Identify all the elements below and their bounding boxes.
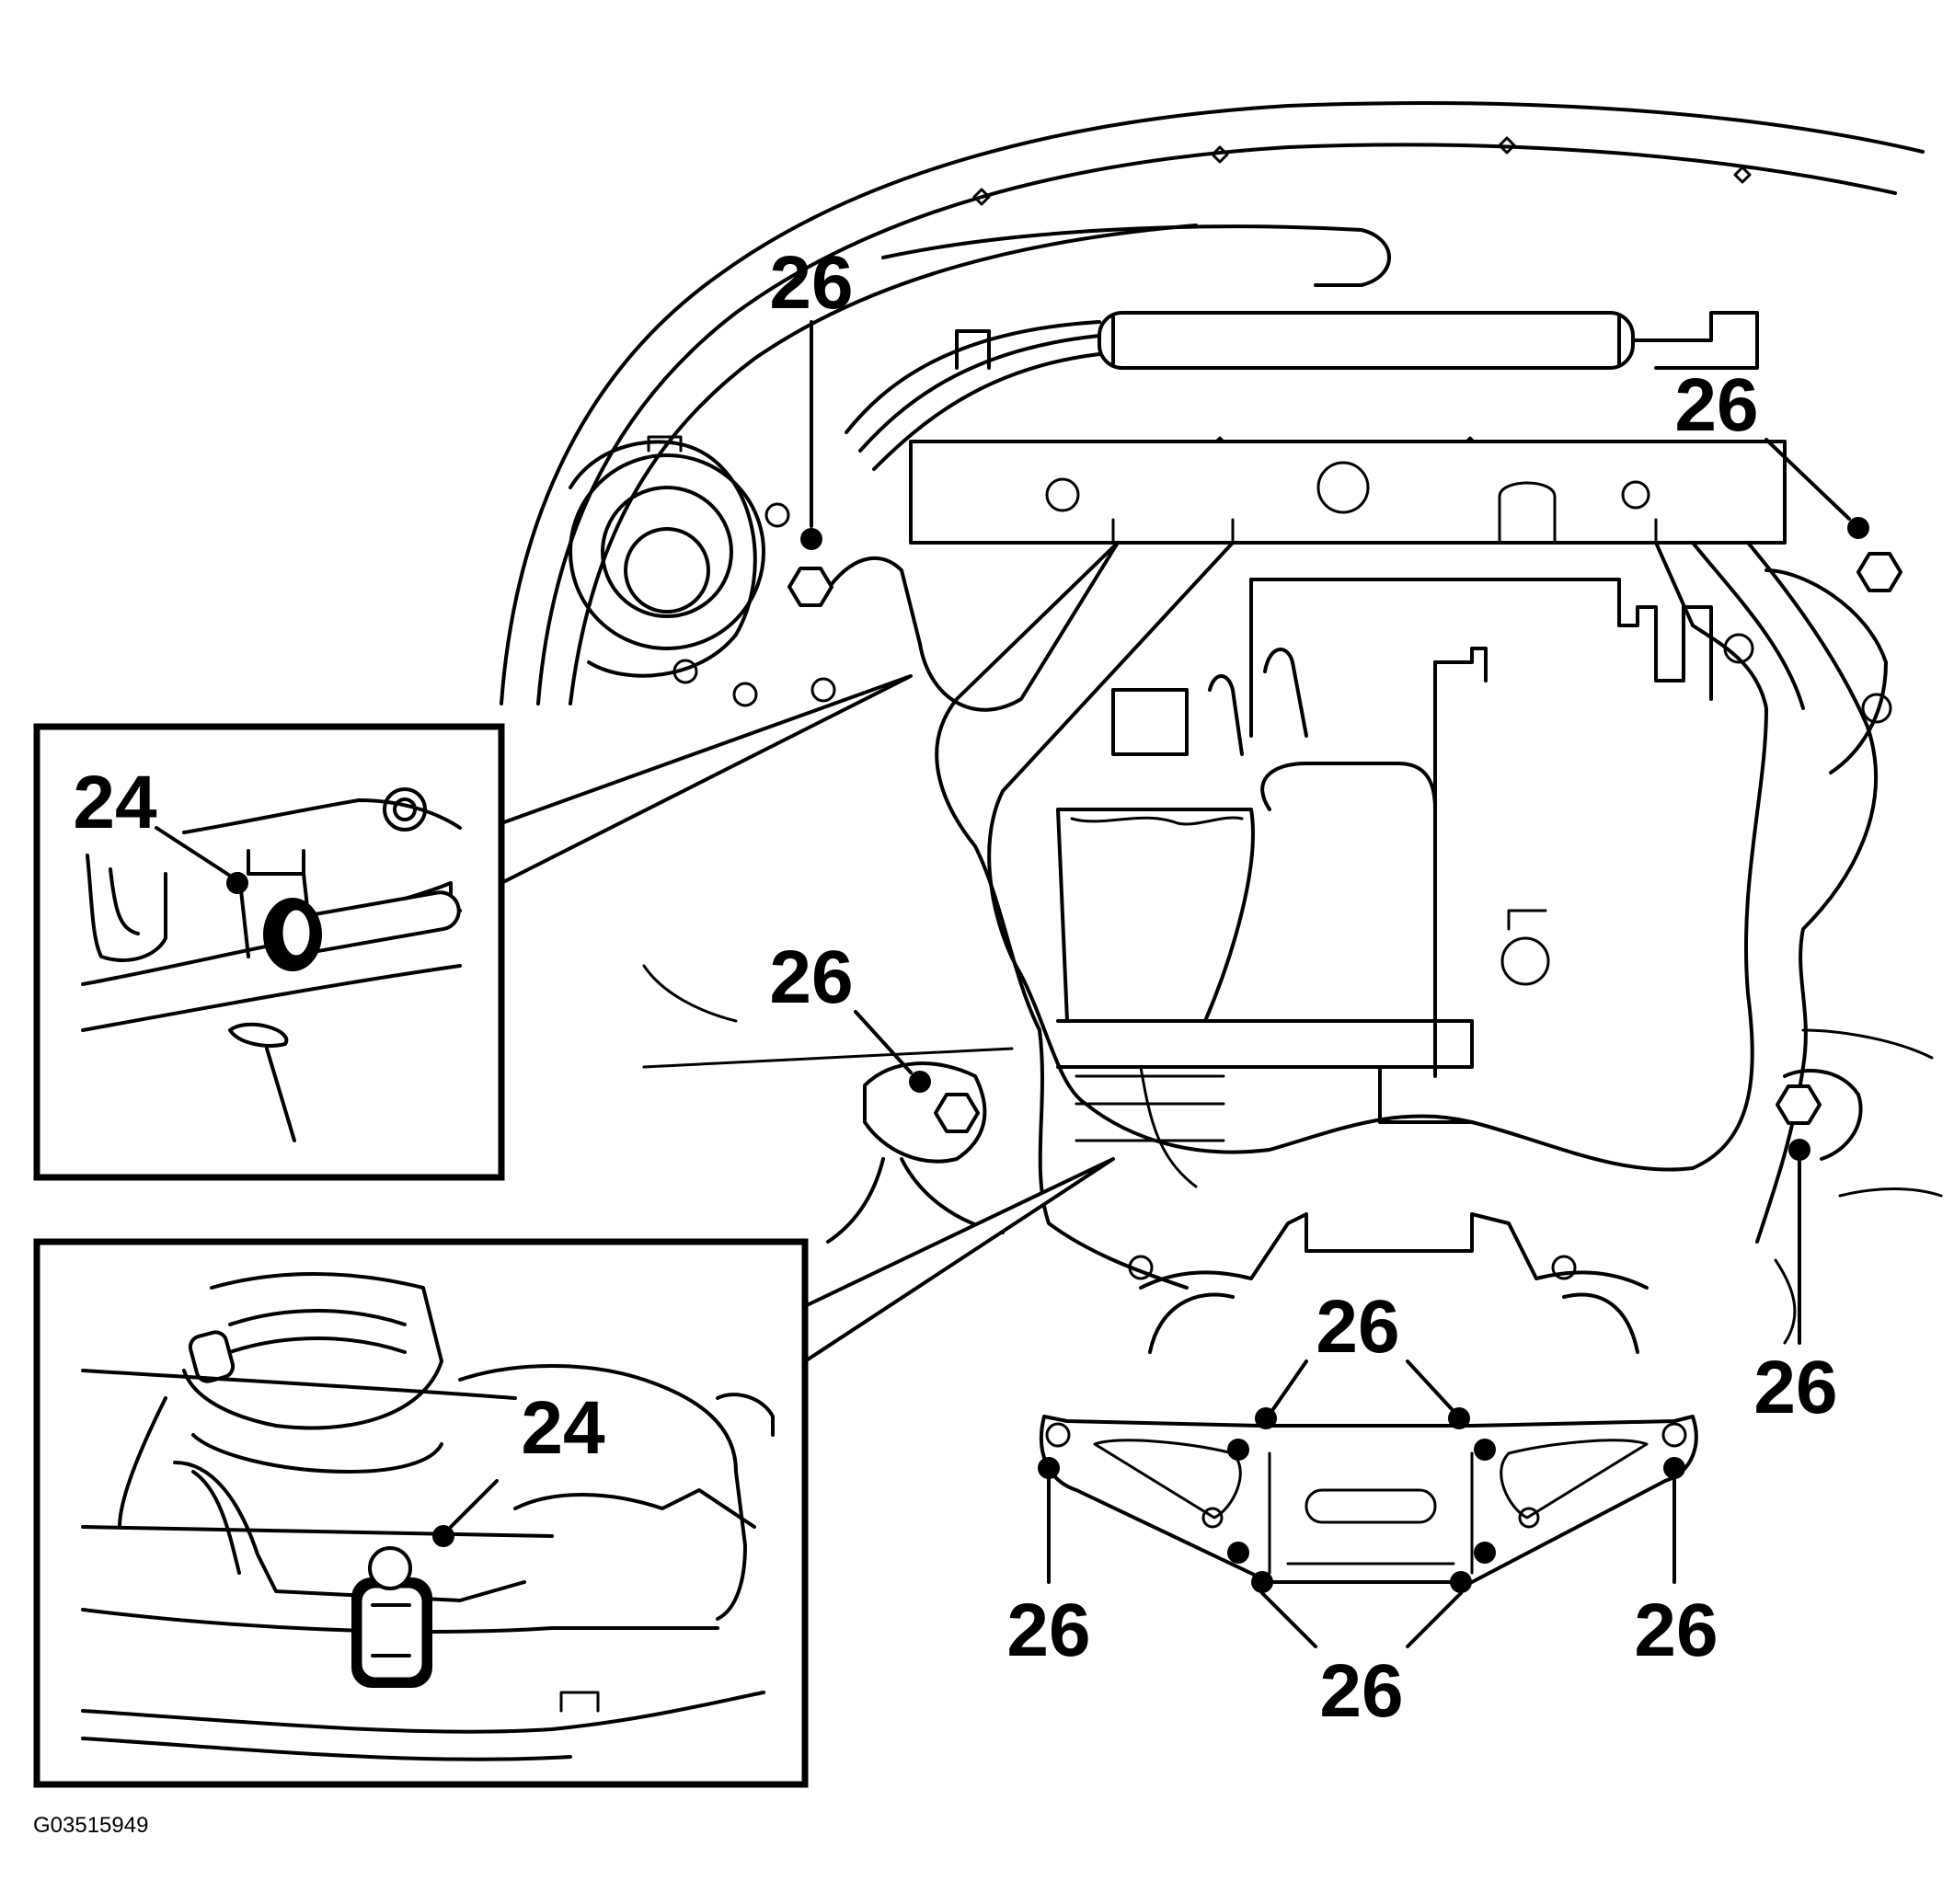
callout-26-bottom-right: 26 xyxy=(1634,1589,1718,1672)
left-wheel-hub xyxy=(569,435,836,707)
bumper-markers xyxy=(972,136,1752,454)
fender-inner-arc xyxy=(536,143,1897,705)
leader-lines-26 xyxy=(810,320,1851,1648)
fender-liner-arc xyxy=(569,224,1198,705)
hex-nut-top-left xyxy=(787,567,833,607)
skid-plate xyxy=(1039,1415,1698,1584)
figure-code: G03515949 xyxy=(33,1813,148,1838)
callout-26-center-top: 26 xyxy=(1316,1285,1399,1369)
callout-26-top-left: 26 xyxy=(769,241,853,325)
hex-nut-mid-right xyxy=(1776,1084,1822,1125)
subframe-left-rail xyxy=(935,541,1189,1290)
radiator-crossbar xyxy=(1098,311,1635,370)
hex-nut-top-right xyxy=(1856,552,1902,592)
callout-26-mid-left: 26 xyxy=(769,935,853,1019)
bolt-dots xyxy=(800,517,1869,1593)
upper-inset: 24 xyxy=(33,723,505,1181)
subframe-left-arm xyxy=(826,541,1120,712)
oil-pan xyxy=(1056,808,1255,1023)
upper-hose xyxy=(881,224,1391,287)
lower-inset: 24 xyxy=(33,1238,809,1788)
callout-24-lower-inset: 24 xyxy=(521,1386,605,1470)
front-crossmember xyxy=(909,440,1787,545)
rear-mount-bracket xyxy=(1039,1212,1698,1584)
pointer-to-upper-inset xyxy=(500,674,913,885)
callout-26-bottom-center: 26 xyxy=(1319,1649,1403,1733)
callout-24-upper-inset: 24 xyxy=(73,761,157,844)
hex-nut-mid-left xyxy=(934,1093,980,1133)
engine-block-edge xyxy=(1249,578,1713,701)
subframe-right-rail xyxy=(1691,541,1878,1244)
cooler-lines xyxy=(845,320,1101,471)
pointer-to-lower-inset xyxy=(803,1157,1115,1363)
lower-inset-frame xyxy=(33,1238,809,1788)
callout-26-mid-right: 26 xyxy=(1753,1346,1837,1429)
left-knuckle xyxy=(863,1061,987,1164)
subframe-center xyxy=(987,541,1768,1172)
main-view: 26 26 26 26 26 26 26 26 xyxy=(500,101,1943,1733)
callout-26-bottom-left: 26 xyxy=(1006,1589,1090,1672)
fender-outer-arc xyxy=(500,101,1925,705)
callout-26-top-right: 26 xyxy=(1674,363,1758,447)
